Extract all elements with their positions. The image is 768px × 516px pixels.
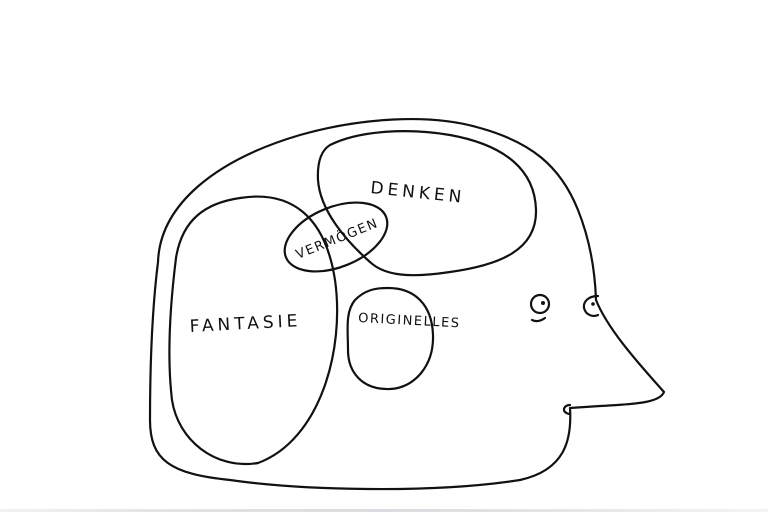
label-vermoegen: VERMÖGEN — [293, 214, 381, 263]
denken-region — [316, 130, 538, 277]
eye-right-icon — [582, 294, 600, 317]
mouth-icon — [530, 316, 547, 323]
originelles-region — [346, 286, 435, 391]
scan-edge — [0, 509, 768, 512]
pupil-left — [541, 301, 545, 305]
label-originelles: ORIGINELLES — [358, 311, 461, 331]
eye-left-icon — [529, 293, 551, 315]
fantasie-region — [168, 195, 339, 466]
head-outline — [148, 118, 666, 491]
vermoegen-region — [283, 201, 389, 273]
pupil-right — [591, 302, 595, 306]
chin-icon — [562, 403, 572, 416]
label-denken: DENKEN — [369, 178, 466, 208]
label-fantasie: FANTASIE — [189, 311, 302, 337]
